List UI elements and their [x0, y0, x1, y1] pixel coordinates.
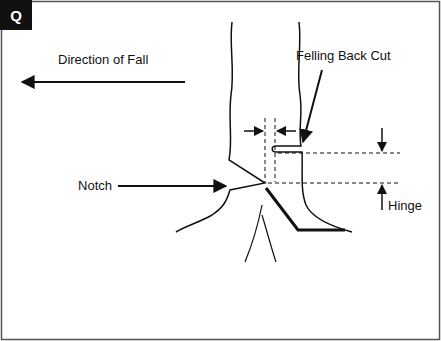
hinge-guide [265, 118, 266, 182]
leader-arrow [118, 185, 226, 187]
hinge-guide [275, 118, 276, 182]
dimension-arrow [381, 128, 383, 151]
dimension-arrow [244, 130, 263, 132]
dimension-label: Hinge [388, 198, 422, 213]
dimension-arrow [277, 130, 296, 132]
badge-letter: Q [10, 7, 22, 24]
question-badge: Q [0, 0, 32, 30]
direction-label: Direction of Fall [58, 52, 148, 67]
root-line [245, 205, 262, 262]
hinge-guide [278, 153, 400, 154]
trunk-left-edge [176, 22, 265, 232]
hinge-guide [268, 183, 400, 184]
root-line [262, 215, 276, 262]
leader-arrow [303, 70, 322, 142]
part-label: Felling Back Cut [296, 48, 391, 63]
fall-arrow [22, 81, 185, 83]
part-label: Notch [78, 178, 112, 193]
dimension-arrow [381, 185, 383, 210]
hinge-leader [266, 188, 345, 230]
